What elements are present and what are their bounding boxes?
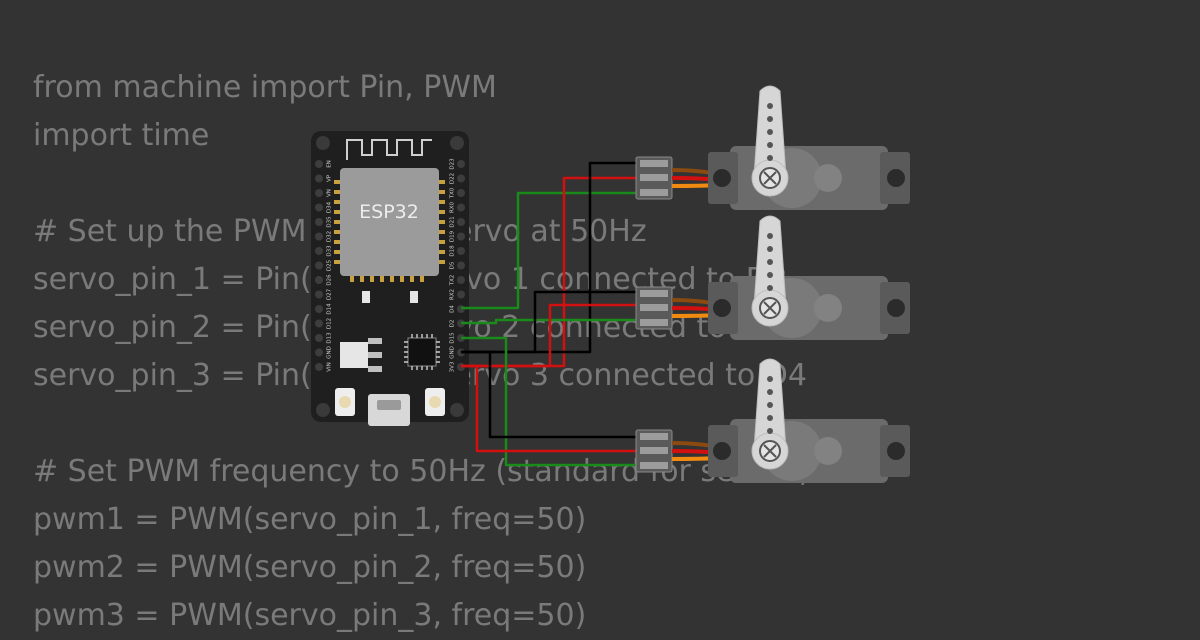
left-pin-hole[interactable] — [315, 203, 323, 212]
left-pin-hole[interactable] — [315, 276, 323, 284]
left-pin-label: VN — [327, 189, 333, 197]
wire-servo2-ground — [461, 290, 640, 354]
left-pin-hole[interactable] — [315, 247, 323, 255]
right-pin-hole[interactable] — [457, 247, 465, 255]
left-pin-hole[interactable] — [315, 334, 323, 342]
code-line-10: pwm1 = PWM(servo_pin_1, freq=50) — [33, 502, 587, 537]
esp32-chip — [340, 168, 439, 276]
wire-servo1-signal — [461, 191, 640, 310]
usb-port — [368, 394, 410, 426]
right-pin-label: D5 — [450, 261, 456, 269]
left-pin-hole[interactable] — [315, 319, 323, 328]
left-pin-label: VP — [327, 174, 333, 182]
right-pin-label: D21 — [450, 216, 456, 227]
wire-servo2-power — [461, 303, 640, 368]
left-pin-hole[interactable] — [315, 232, 323, 241]
left-pin-label: VIN — [327, 362, 333, 372]
left-pin-label: D35 — [327, 216, 333, 228]
right-pin-label: RX0 — [450, 201, 456, 213]
servo-3-connector — [635, 429, 723, 473]
right-pin-hole[interactable] — [457, 261, 465, 270]
left-pin-hole[interactable] — [315, 290, 323, 299]
right-pin-label: D23 — [450, 158, 456, 170]
right-pin-hole[interactable] — [457, 203, 465, 212]
left-pin-label: D14 — [327, 303, 333, 315]
code-line-1: from machine import Pin, PWM — [33, 70, 497, 105]
left-pin-label: D32 — [327, 231, 333, 242]
usb-uart-chip — [404, 334, 440, 370]
right-pin-hole[interactable] — [457, 290, 465, 299]
left-pin-hole[interactable] — [315, 348, 323, 357]
wire-servo2-signal — [461, 318, 640, 325]
right-pin-label: D19 — [450, 230, 456, 242]
code-line-7: servo_pin_3 = Pin(15) # Servo 3 connecte… — [33, 358, 807, 393]
left-pin-label: D25 — [327, 259, 333, 271]
left-pin-hole[interactable] — [315, 363, 323, 371]
right-pin-label: D2 — [450, 320, 456, 328]
wire-servo3-ground — [461, 350, 640, 439]
esp32-board[interactable]: ESP32 — [311, 131, 469, 426]
right-pin-hole[interactable] — [457, 174, 465, 183]
right-pin-label: D15 — [450, 332, 456, 344]
left-pin-label: D34 — [327, 201, 333, 213]
boot-button[interactable] — [425, 388, 445, 416]
wire-servo3-power — [461, 364, 640, 453]
right-pin-hole[interactable] — [457, 218, 465, 226]
right-pin-hole[interactable] — [457, 189, 465, 197]
wire-servo3-signal — [461, 336, 640, 467]
servo-2-connector — [635, 286, 723, 330]
right-pin-label: RX2 — [450, 289, 456, 300]
left-pin-label: D13 — [327, 332, 333, 344]
right-pin-label: TX2 — [450, 275, 456, 287]
right-pin-label: D22 — [450, 173, 456, 184]
left-pin-hole[interactable] — [315, 174, 323, 183]
left-pin-label: D26 — [327, 274, 333, 286]
en-button[interactable] — [335, 388, 355, 416]
code-line-2: import time — [33, 118, 210, 153]
right-pin-label: 3V3 — [450, 361, 456, 372]
right-pin-label: D4 — [450, 305, 456, 313]
servo-2[interactable] — [707, 215, 911, 341]
left-pin-hole[interactable] — [315, 305, 323, 313]
left-pin-label: EN — [327, 160, 333, 168]
right-pin-hole[interactable] — [457, 160, 465, 168]
left-pin-hole[interactable] — [315, 218, 323, 226]
code-editor: from machine import Pin, PWM import time #… — [33, 64, 810, 640]
left-pin-hole[interactable] — [315, 261, 323, 270]
left-pin-hole[interactable] — [315, 160, 323, 168]
code-line-9: # Set PWM frequency to 50Hz (standard fo… — [33, 454, 811, 489]
chip-label: ESP32 — [359, 201, 419, 223]
servo-1[interactable] — [707, 85, 911, 211]
left-pin-label: D12 — [327, 318, 333, 329]
right-pin-hole[interactable] — [457, 276, 465, 284]
servo-3[interactable] — [707, 358, 911, 484]
left-pin-label: GND — [327, 346, 333, 359]
left-pin-hole[interactable] — [315, 189, 323, 197]
code-line-11: pwm2 = PWM(servo_pin_2, freq=50) — [33, 550, 587, 585]
code-line-12: pwm3 = PWM(servo_pin_3, freq=50) — [33, 598, 587, 633]
left-pin-label: D27 — [327, 288, 333, 300]
wiring — [461, 161, 640, 467]
left-pin-label: D33 — [327, 245, 333, 257]
right-pin-label: D18 — [450, 245, 456, 257]
right-pin-label: GND — [450, 346, 456, 359]
voltage-regulator — [340, 338, 382, 372]
right-pin-label: TX0 — [450, 187, 456, 199]
right-pin-hole[interactable] — [457, 232, 465, 241]
